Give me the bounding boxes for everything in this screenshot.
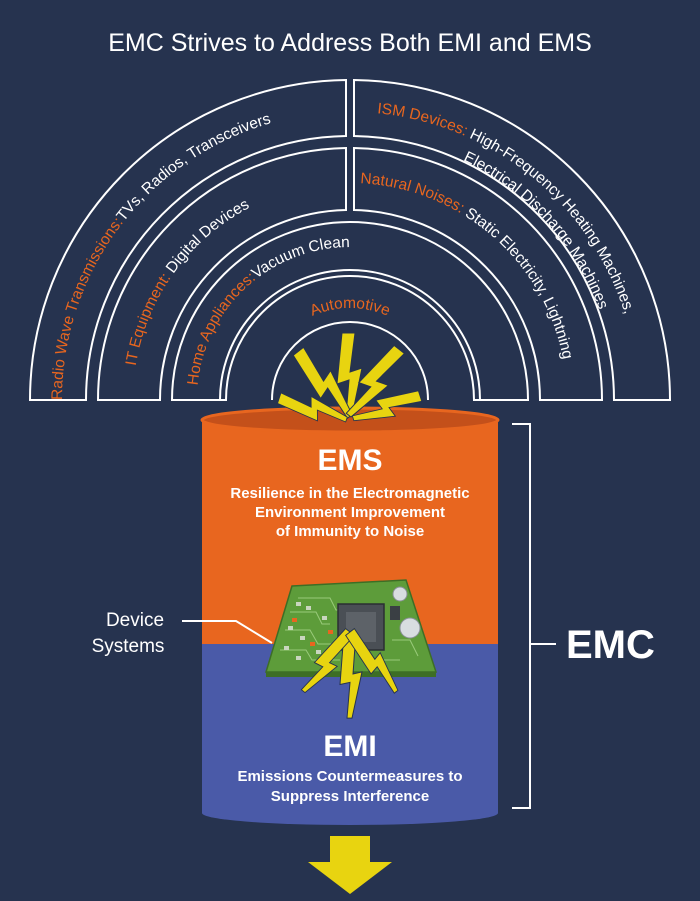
cylinder-top <box>202 408 498 432</box>
radio-wave-band <box>28 78 347 401</box>
ism-band <box>353 78 672 401</box>
ems-section <box>202 420 498 644</box>
ems-line1: Resilience in the Electromagnetic <box>230 485 469 502</box>
emc-label: EMC <box>566 623 655 667</box>
lightning-bolt-icon <box>345 344 406 418</box>
radio-wave-label: Radio Wave Transmissions:TVs, Radios, Tr… <box>49 110 273 400</box>
emi-line1: Emissions Countermeasures to <box>237 768 462 785</box>
emi-section <box>202 644 498 825</box>
source-arcs <box>28 78 672 401</box>
emi-line2: Suppress Interference <box>271 788 429 805</box>
device-pointer-line <box>182 620 273 644</box>
down-arrow-icon <box>308 836 392 894</box>
emc-bracket <box>512 423 556 809</box>
page-title: EMC Strives to Address Both EMI and EMS <box>108 29 592 57</box>
automotive-inner-band <box>271 321 429 401</box>
lightning-bolt-icon <box>345 627 399 694</box>
ems-line2: Environment Improvement <box>255 504 445 521</box>
emission-bolts <box>300 627 399 719</box>
automotive-band <box>219 269 481 401</box>
automotive-label: Automotive <box>308 295 393 320</box>
ems-heading: EMS <box>317 444 382 477</box>
natural-noises-band <box>353 146 604 401</box>
ems-line3: of Immunity to Noise <box>276 523 424 540</box>
lightning-bolt-icon <box>300 627 356 694</box>
device-label-line2: Systems <box>92 636 165 657</box>
home-appliances-band <box>170 221 530 401</box>
it-equipment-band <box>96 146 347 401</box>
lightning-bolt-icon <box>351 390 423 422</box>
incoming-bolts <box>277 332 423 423</box>
emc-cylinder <box>200 406 500 825</box>
device-label-line1: Device <box>106 610 164 631</box>
emi-heading: EMI <box>323 730 376 763</box>
it-equipment-label: IT Equipment:Digital Devices <box>123 196 252 367</box>
lightning-bolt-icon <box>277 392 348 423</box>
